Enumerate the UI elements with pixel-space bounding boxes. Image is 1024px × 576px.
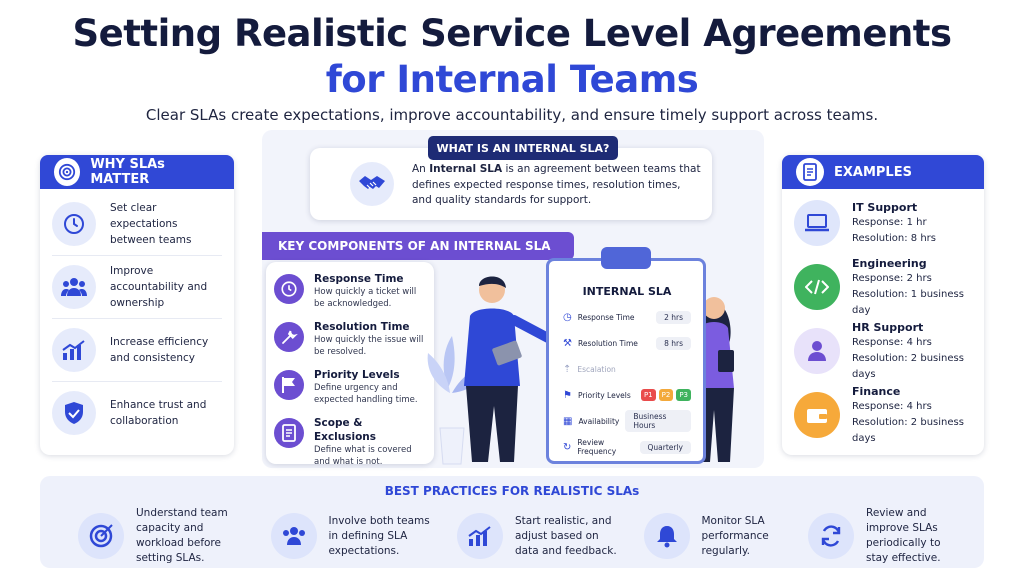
component-desc: Define what is covered and what is not. — [314, 445, 412, 467]
plant-icon — [427, 336, 488, 465]
best-practices-heading: BEST PRACTICES FOR REALISTIC SLAs — [384, 484, 640, 498]
clipboard-value: 8 hrs — [656, 336, 691, 350]
clipboard-title: INTERNAL SLA — [582, 285, 672, 298]
refresh-icon — [808, 513, 854, 559]
clipboard-row: ⚒ Resolution Time 8 hrs — [563, 330, 691, 356]
document-icon — [796, 158, 824, 186]
page-title: Setting Realistic Service Level Agreemen… — [72, 12, 952, 55]
chart-icon — [52, 328, 96, 372]
shield-icon — [52, 391, 96, 435]
what-is-label: WHAT IS AN INTERNAL SLA? — [428, 136, 618, 160]
clipboard-row: ↻ Review Frequency Quarterly — [563, 434, 691, 460]
why-item-text: Increase efficiency and consistency — [110, 336, 209, 364]
wrench-icon: ⚒ — [563, 337, 572, 349]
clock-icon — [52, 202, 96, 246]
component-desc: How quickly a ticket will be acknowledge… — [314, 287, 417, 309]
why-item-text: Set clear expectations between teams — [110, 202, 192, 246]
best-practice-item: Review and improve SLAs periodically to … — [808, 506, 958, 566]
best-practice-item: Monitor SLA performance regularly. — [643, 506, 784, 566]
team-icon — [52, 265, 96, 309]
component-title: Response Time — [314, 273, 404, 285]
priority-badge: P1 — [640, 389, 656, 401]
clock-icon — [274, 274, 304, 304]
why-item: Enhance trust and collaboration — [40, 382, 234, 444]
why-slas-panel: WHY SLAs MATTER Set clear expectations b… — [40, 155, 234, 455]
why-item-text: Improve accountability and ownership — [110, 265, 208, 309]
why-item-text: Enhance trust and collaboration — [110, 399, 207, 427]
what-is-description: An Internal SLA is an agreement between … — [412, 163, 701, 206]
clipboard-value: 2 hrs — [656, 310, 691, 324]
clipboard-value: Business Hours — [625, 410, 691, 432]
refresh-icon: ↻ — [563, 441, 572, 453]
why-slas-heading: WHY SLAs MATTER — [90, 157, 165, 187]
components-heading: KEY COMPONENTS OF AN INTERNAL SLA — [262, 232, 574, 260]
why-slas-header: WHY SLAs MATTER — [40, 155, 234, 189]
why-item: Improve accountability and ownership — [40, 256, 234, 318]
priority-badge: P2 — [658, 389, 674, 401]
calendar-icon: ▦ — [563, 415, 573, 427]
component-desc: Define urgency and expected handling tim… — [314, 383, 418, 405]
best-practices-panel: BEST PRACTICES FOR REALISTIC SLAs Unders… — [40, 476, 984, 568]
best-practice-item: Understand team capacity and workload be… — [78, 506, 246, 566]
clock-icon: ◷ — [563, 311, 572, 323]
escalation-icon: ⇡ — [563, 363, 572, 375]
wallet-icon — [794, 392, 840, 438]
target-icon — [54, 158, 81, 186]
handshake-icon — [350, 162, 394, 206]
wrench-icon — [274, 322, 304, 352]
priority-badge: P3 — [676, 389, 691, 401]
page-title-line2: for Internal Teams — [325, 58, 699, 101]
best-practice-item: Involve both teams in defining SLA expec… — [270, 506, 433, 566]
page-subtitle: Clear SLAs create expectations, improve … — [145, 106, 879, 124]
chart-icon — [457, 513, 503, 559]
clipboard-clip — [601, 247, 651, 269]
clipboard-row: ⇡ Escalation — [563, 363, 616, 375]
man-figure — [464, 276, 554, 462]
person-icon — [794, 328, 840, 374]
flag-icon: ⚑ — [563, 389, 572, 401]
clipboard-row: ⚑ Priority Levels P1 P2 P3 — [563, 382, 691, 408]
examples-heading: EXAMPLES — [834, 164, 912, 180]
clipboard-row: ▦ Availability Business Hours — [563, 408, 691, 434]
why-item: Set clear expectations between teams — [40, 193, 234, 255]
clipboard-row: ◷ Response Time 2 hrs — [563, 304, 691, 330]
best-practice-item: Start realistic, and adjust based on dat… — [457, 506, 619, 566]
document-icon — [274, 418, 304, 448]
what-is-card: An Internal SLA is an agreement between … — [310, 148, 712, 220]
team-icon — [270, 513, 317, 559]
examples-header: EXAMPLES — [782, 155, 984, 189]
component-desc: How quickly the issue will be resolved. — [314, 335, 424, 357]
flag-icon — [274, 370, 304, 400]
target-icon — [78, 513, 124, 559]
component-title: Priority Levels — [314, 369, 400, 381]
clipboard-value: Quarterly — [639, 440, 691, 454]
bell-icon — [643, 513, 690, 559]
why-item: Increase efficiency and consistency — [40, 319, 234, 381]
code-icon — [794, 264, 840, 310]
component-title: Scope & Exclusions — [314, 417, 377, 443]
clipboard: INTERNAL SLA ◷ Response Time 2 hrs ⚒ Res… — [546, 247, 706, 464]
component-title: Resolution Time — [314, 321, 410, 333]
laptop-icon — [794, 200, 840, 246]
